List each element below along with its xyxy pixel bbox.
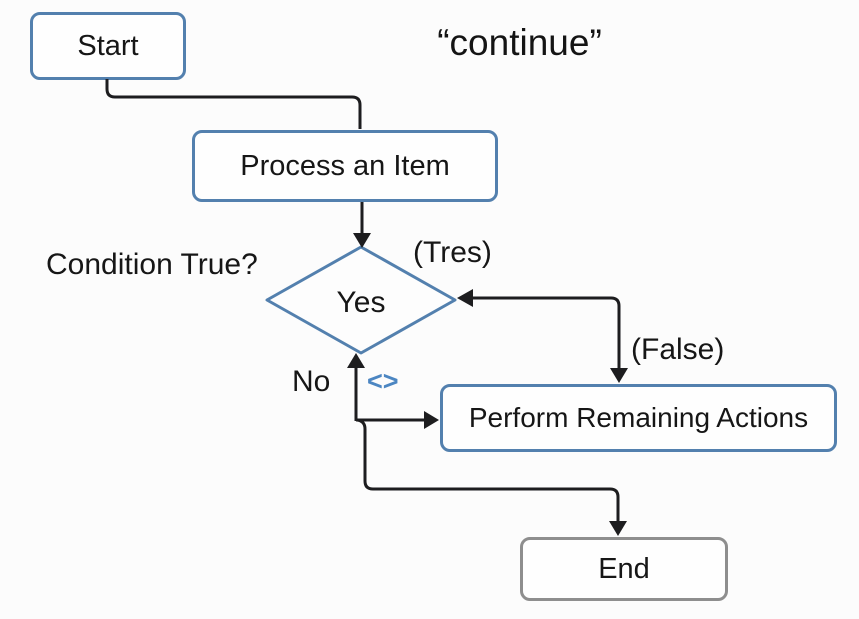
- diagram-title: “continue”: [437, 22, 602, 63]
- arrowhead-into-decision-bottom: [347, 353, 365, 368]
- perform-node-label: Perform Remaining Actions: [468, 402, 809, 433]
- perform-node: Perform Remaining Actions: [440, 384, 837, 452]
- condition-question-label: Condition True?: [46, 248, 258, 281]
- no-branch-label: No: [292, 365, 331, 398]
- arrowhead-into-decision-right: [457, 289, 473, 307]
- end-node-label: End: [598, 552, 650, 585]
- process-node: Process an Item: [192, 130, 498, 202]
- not-equal-angle-brackets-symbol: <>: [367, 366, 399, 396]
- true-branch-label: (Tres): [413, 236, 492, 269]
- arrowhead-into-decision-top: [353, 233, 371, 248]
- decision-node-label: Yes: [336, 286, 386, 319]
- arrowhead-into-perform-left: [424, 411, 439, 429]
- end-node: End: [520, 537, 728, 601]
- connector-loop-false: [471, 296, 621, 370]
- arrowhead-into-end-top: [609, 521, 627, 536]
- connector-start-to-process: [105, 79, 362, 129]
- false-branch-label: (False): [631, 333, 725, 366]
- start-node: Start: [30, 12, 186, 80]
- process-node-label: Process an Item: [240, 149, 450, 182]
- arrowhead-into-perform-top: [610, 368, 628, 383]
- start-node-label: Start: [77, 29, 139, 62]
